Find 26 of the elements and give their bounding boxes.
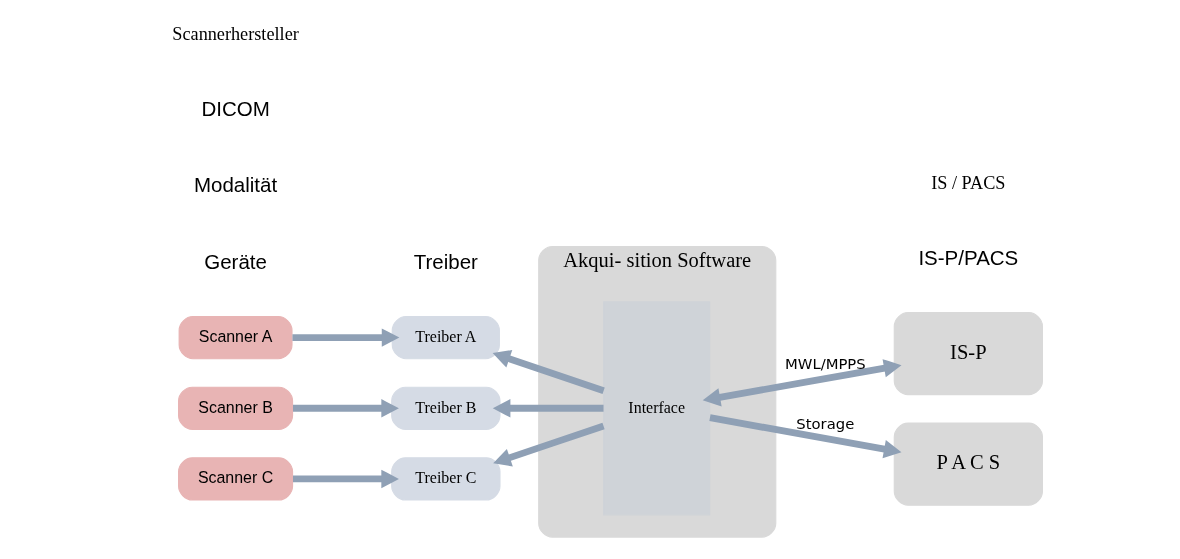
label: DICOM	[201, 96, 270, 120]
arrow	[702, 359, 902, 407]
label: IS-P/PACS	[918, 246, 1019, 270]
node-box: Treiber B	[391, 386, 501, 430]
node-box: IS-P	[893, 312, 1043, 396]
edge-label: Storage	[796, 415, 855, 433]
label: Treiber	[413, 249, 478, 273]
arrow	[293, 469, 399, 489]
node-box: Scanner B	[178, 386, 294, 430]
node-box: Scanner A	[178, 315, 293, 360]
node-box: Scanner C	[178, 457, 294, 501]
arrow	[492, 399, 604, 418]
node-box: Interface	[603, 301, 711, 516]
node-box: Treiber C	[391, 457, 501, 501]
arrow	[292, 328, 400, 347]
arrow	[293, 399, 399, 418]
label: Scannerhersteller	[172, 23, 299, 44]
edge-label: MWL/MPPS	[785, 354, 866, 372]
arrow	[709, 414, 902, 459]
label: IS / PACS	[931, 173, 1006, 194]
arrow	[493, 422, 605, 467]
label: Geräte	[204, 249, 267, 273]
label: Modalität	[193, 173, 278, 197]
node-box: P A C S	[893, 422, 1043, 506]
node-box: Treiber A	[391, 315, 500, 360]
arrow	[492, 350, 605, 394]
